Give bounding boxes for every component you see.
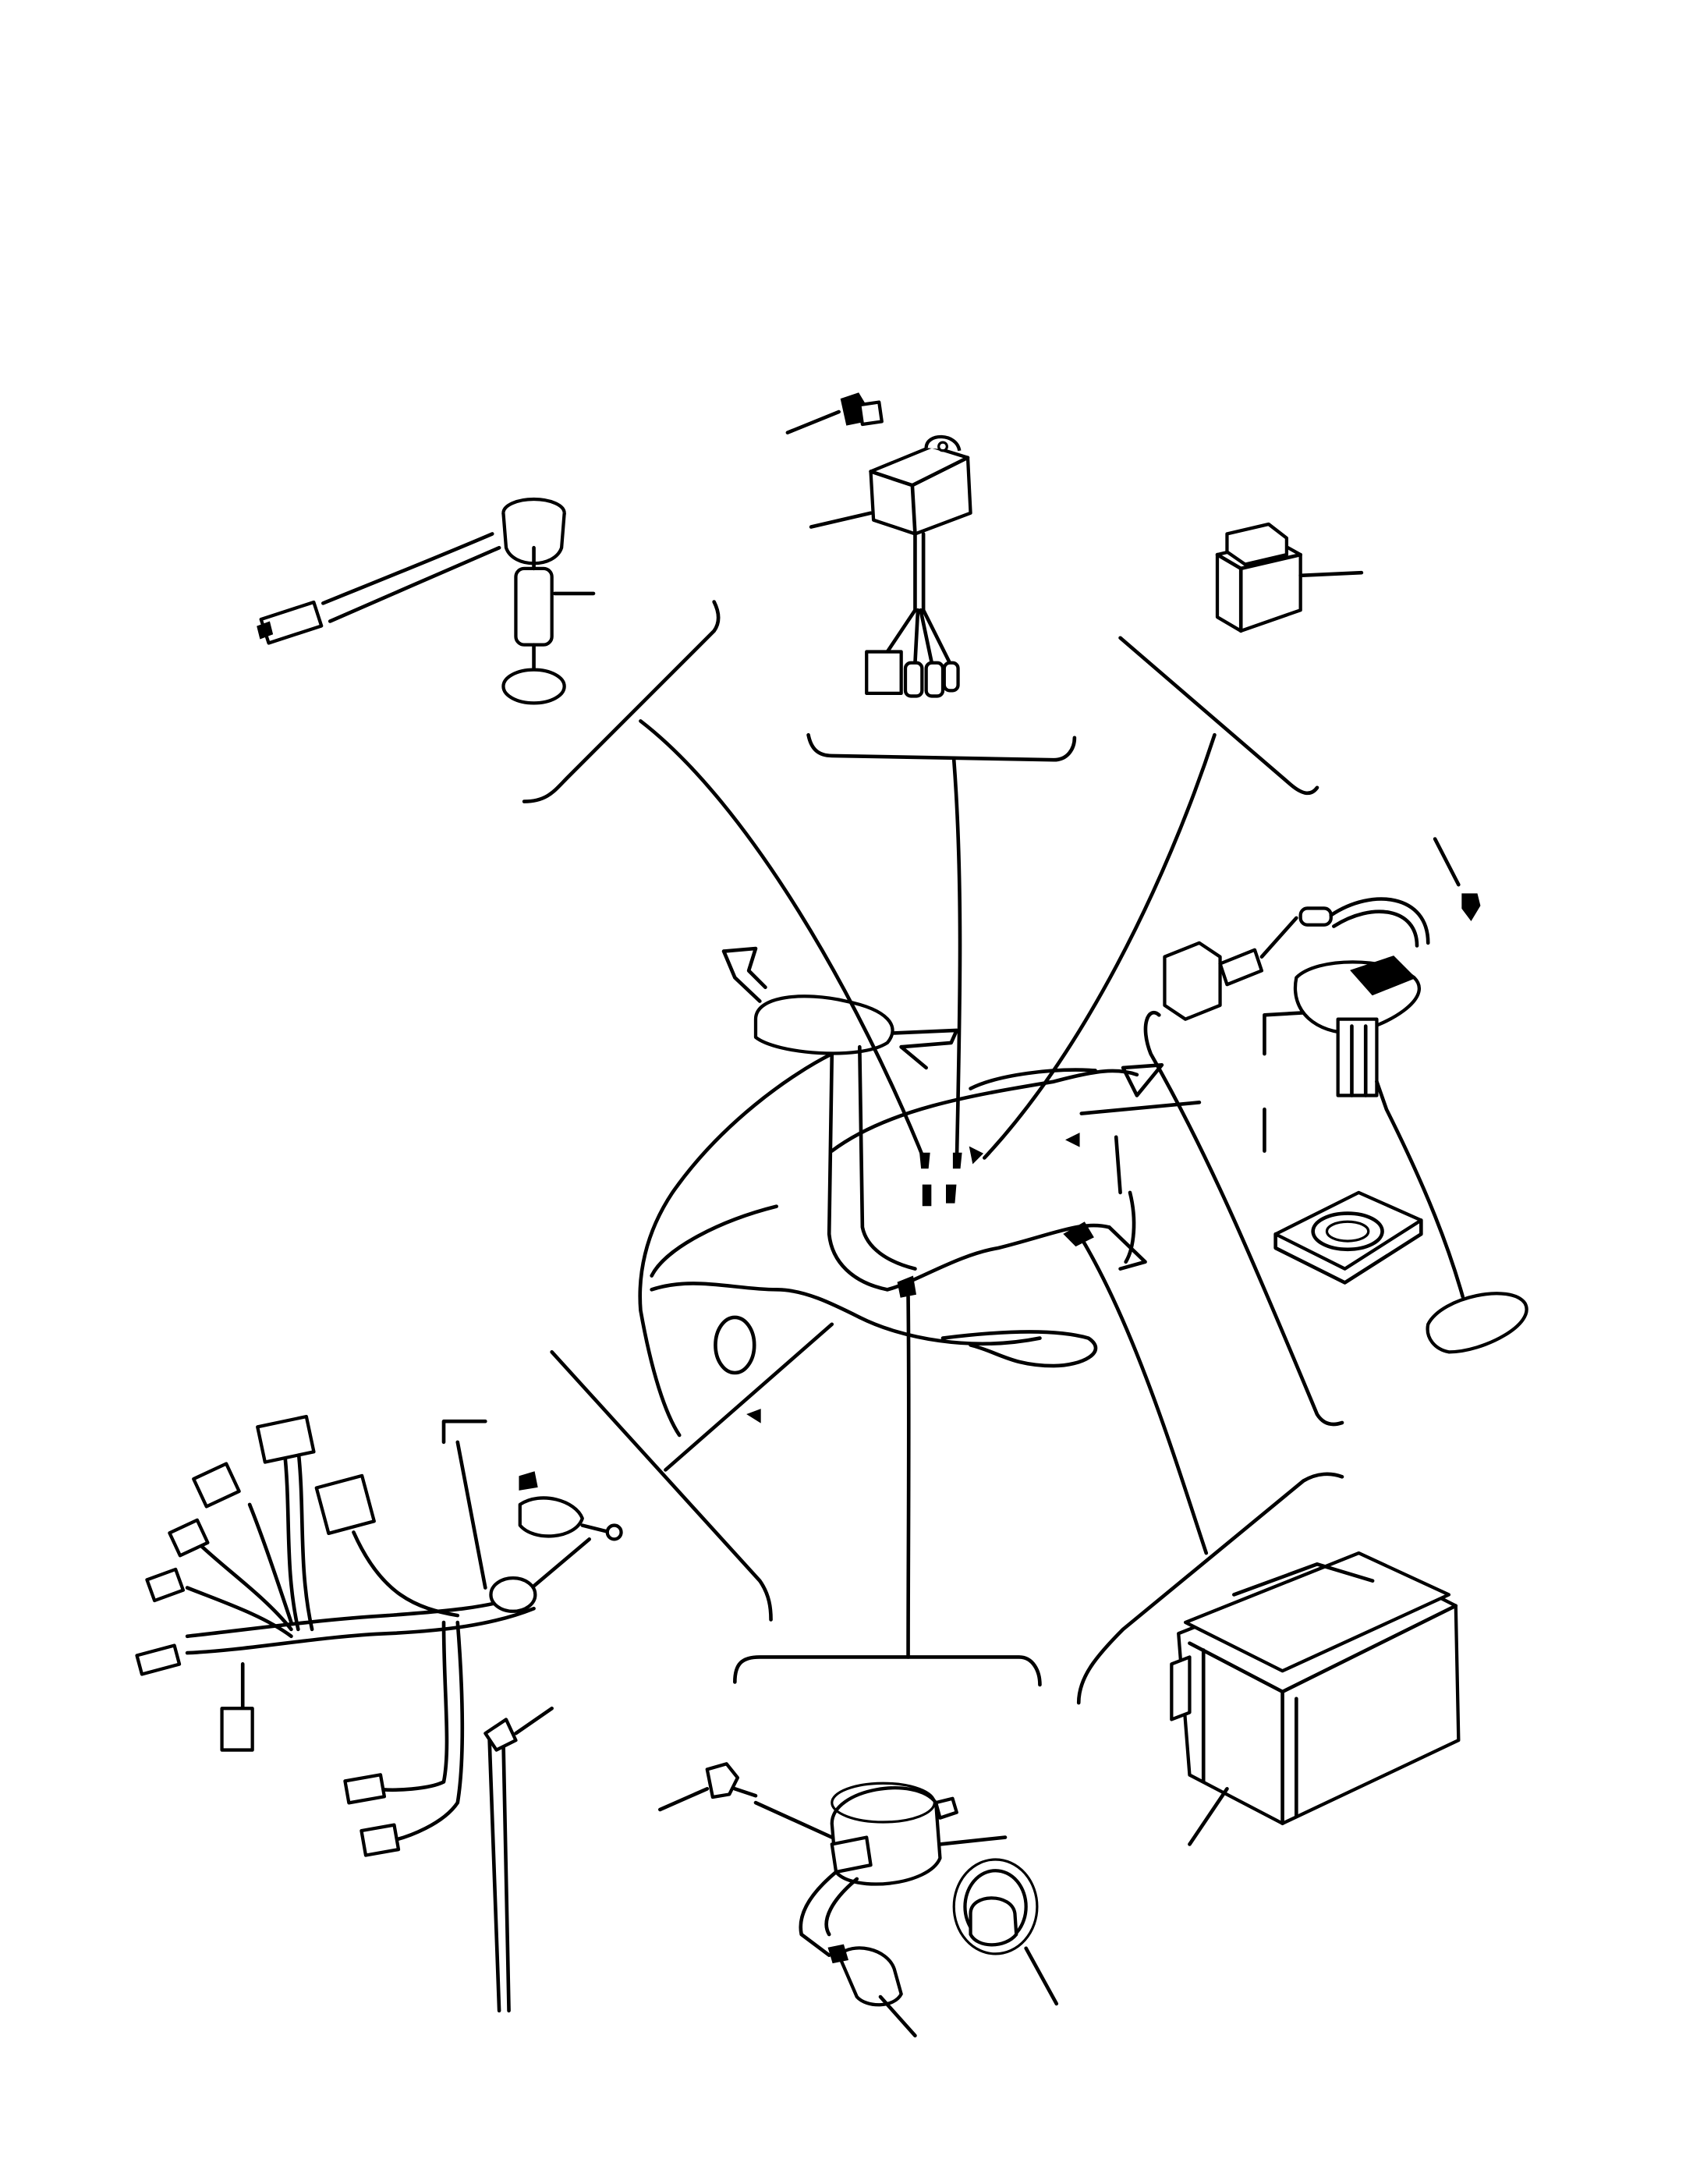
sensor-with-cable [257, 497, 596, 705]
leader-lines [441, 600, 1461, 1705]
wire-harness [135, 1414, 623, 2013]
battery [1170, 1551, 1461, 1846]
fuel-sender [1163, 893, 1528, 1354]
scooter-body [638, 946, 1164, 1438]
ignition-coil [658, 1762, 1059, 2038]
relay [1215, 522, 1364, 633]
cdi-unit [785, 392, 972, 698]
